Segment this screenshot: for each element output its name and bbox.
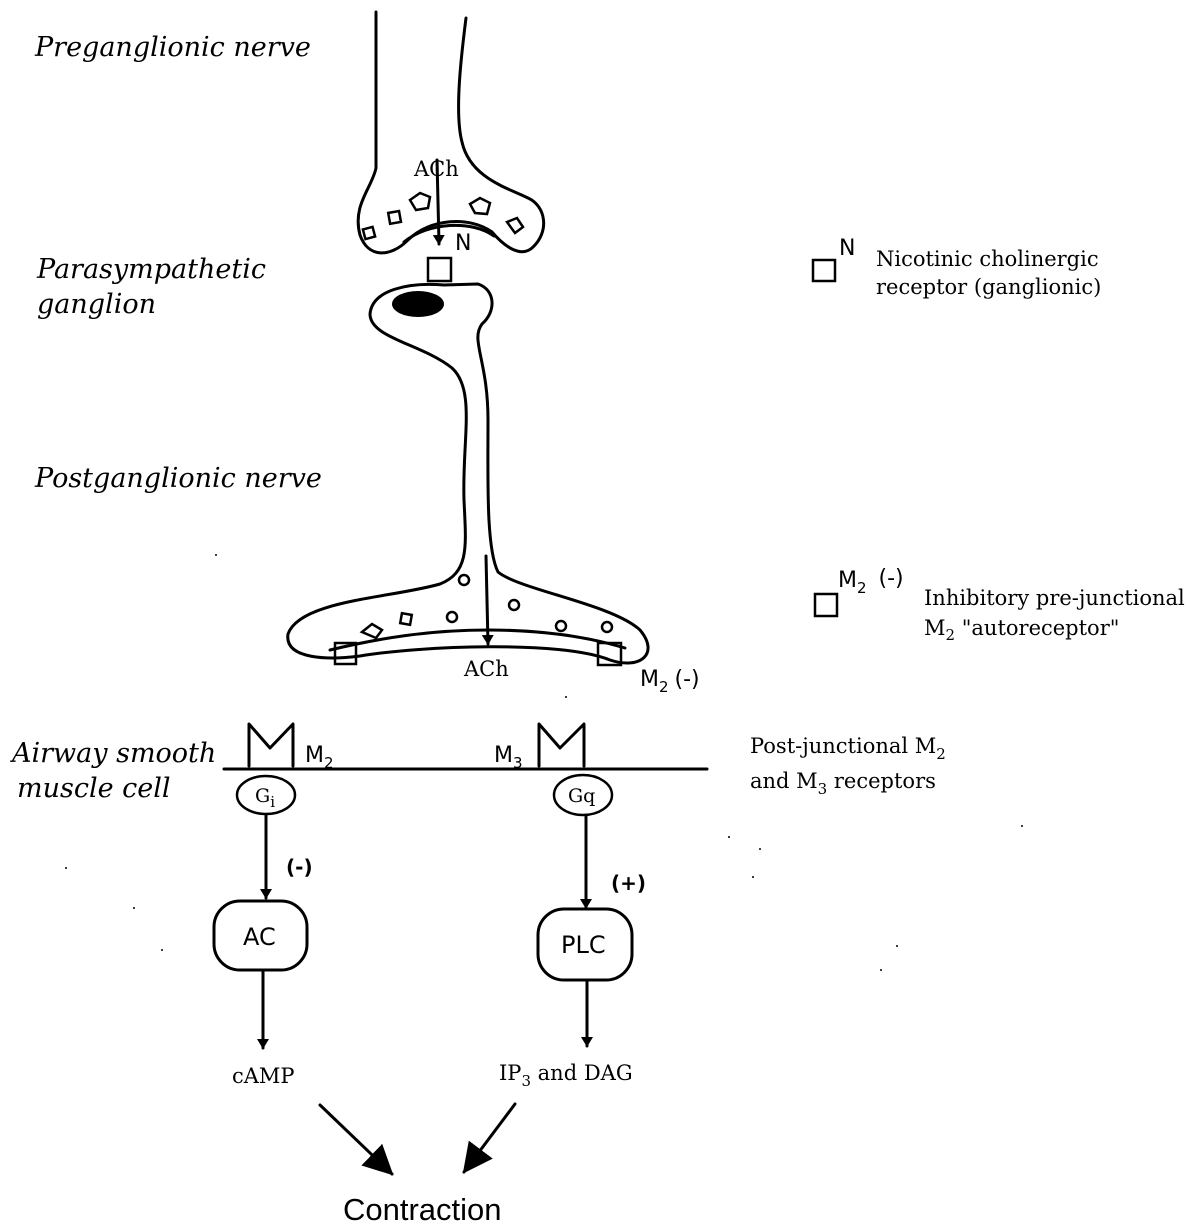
gq-protein-label: Gq bbox=[568, 785, 595, 807]
ac-label: AC bbox=[243, 923, 276, 951]
ip3-to-contraction-arrow bbox=[464, 1104, 515, 1172]
vesicle bbox=[509, 600, 519, 610]
vesicle bbox=[362, 624, 382, 638]
vesicle bbox=[556, 621, 566, 631]
nicotinic-receptor-square bbox=[428, 258, 451, 281]
ach-label-bottom: ACh bbox=[463, 657, 509, 681]
vesicle bbox=[470, 198, 490, 214]
vesicle bbox=[507, 218, 523, 233]
m2-receptor-label: M2 bbox=[305, 743, 334, 772]
vesicle bbox=[410, 193, 430, 210]
parasympathetic-ganglion-label: Parasympathetic bbox=[36, 254, 266, 285]
vesicle bbox=[363, 227, 375, 239]
legend-postjunctional-line1: Post-junctional M2 bbox=[750, 734, 946, 763]
m3-receptor-label: M3 bbox=[494, 743, 523, 772]
postganglionic-nerve-label: Postganglionic nerve bbox=[34, 463, 322, 494]
camp-label: cAMP bbox=[232, 1064, 295, 1088]
m3-receptor bbox=[539, 724, 584, 766]
preganglionic-nerve-label: Preganglionic nerve bbox=[34, 32, 311, 63]
legend-nicotinic-line2: receptor (ganglionic) bbox=[876, 275, 1101, 299]
legend-n-symbol-label: N bbox=[839, 236, 855, 261]
vesicle bbox=[459, 575, 469, 585]
ach-release-arrow-bottom bbox=[486, 556, 488, 644]
legend-inhibitory-line2: M2 "autoreceptor" bbox=[924, 616, 1119, 644]
vesicle bbox=[400, 613, 412, 625]
m2-postjunctional-receptor bbox=[249, 724, 293, 766]
ganglion-cell-and-axon bbox=[288, 284, 648, 663]
legend-nicotinic-line1: Nicotinic cholinergic bbox=[876, 247, 1099, 271]
legend-m2-symbol-square bbox=[815, 594, 837, 616]
prejunctional-m2-label: M2(-) bbox=[640, 667, 700, 696]
plc-label: PLC bbox=[561, 931, 606, 959]
legend-n-symbol-square bbox=[813, 260, 835, 281]
ip3-dag-label: IP3 and DAG bbox=[499, 1061, 633, 1090]
legend-postjunctional-line2: and M3 receptors bbox=[750, 769, 936, 798]
vesicle bbox=[447, 612, 457, 622]
stimulation-sign: (+) bbox=[611, 871, 646, 895]
contraction-label: Contraction bbox=[343, 1192, 502, 1225]
legend-m2-symbol-label: M2(-) bbox=[838, 566, 904, 597]
airway-smooth-muscle-label-line2: muscle cell bbox=[17, 773, 171, 804]
n-receptor-label: N bbox=[455, 231, 471, 256]
inhibition-sign: (-) bbox=[286, 855, 313, 879]
airway-smooth-muscle-label: Airway smooth bbox=[9, 738, 216, 769]
vesicle bbox=[602, 622, 612, 632]
parasympathetic-ganglion-label-line2: ganglion bbox=[37, 289, 156, 320]
preganglionic-cleft-membrane bbox=[404, 225, 494, 242]
preganglionic-nerve-terminal bbox=[358, 12, 544, 253]
legend-inhibitory-line1: Inhibitory pre-junctional bbox=[924, 586, 1185, 610]
vesicle bbox=[388, 211, 401, 224]
ach-release-arrow-top bbox=[437, 160, 439, 244]
camp-to-contraction-arrow bbox=[320, 1105, 392, 1174]
ganglion-nucleus bbox=[392, 291, 444, 317]
